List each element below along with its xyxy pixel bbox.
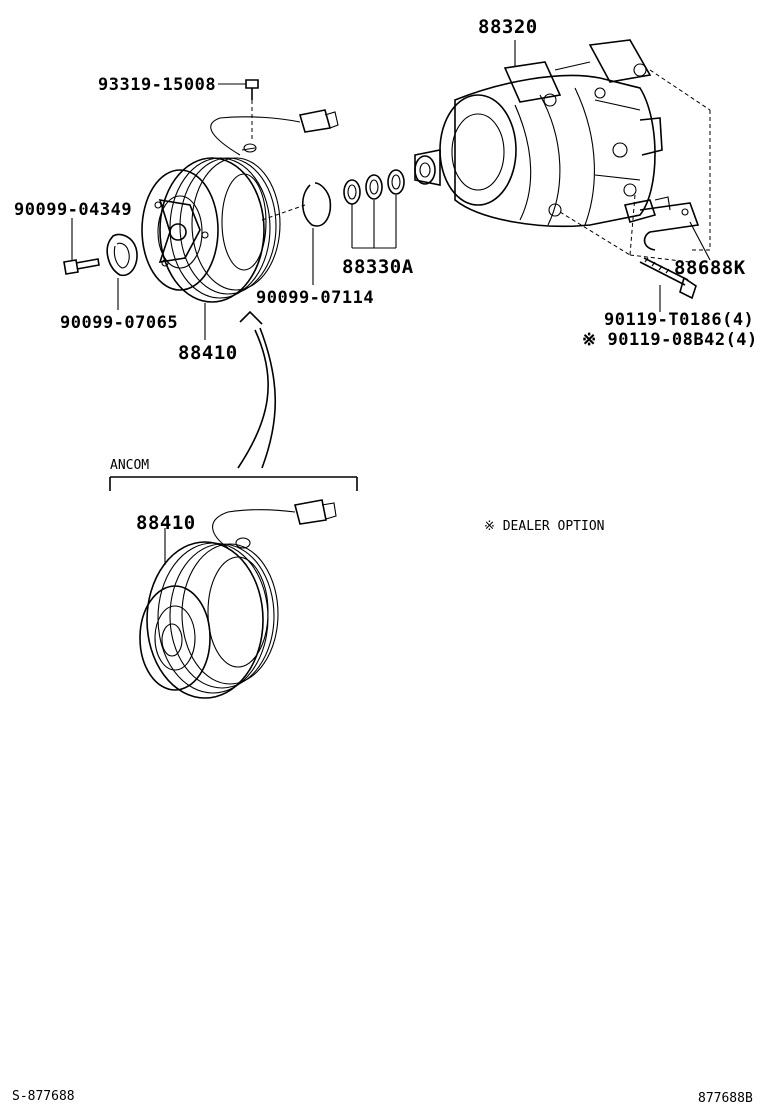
bracket-88688K [639, 196, 711, 261]
label-90099-07065: 90099-07065 [60, 313, 179, 333]
label-88410-bottom: 88410 [136, 512, 196, 534]
label-90119-T0186: 90119-T0186(4) [604, 310, 755, 330]
bolt-93319 [218, 79, 259, 100]
magnet-clutch-top [141, 100, 339, 340]
bolt-90119 [639, 257, 697, 312]
label-88688K: 88688K [674, 257, 746, 279]
label-90099-04349: 90099-04349 [14, 200, 133, 220]
snap-ring-90099-07114 [301, 182, 332, 285]
bolt-90099-04349 [63, 218, 100, 275]
label-88320: 88320 [478, 16, 538, 38]
o-rings-88330A [343, 169, 405, 249]
label-93319-15008: 93319-15008 [98, 75, 217, 95]
reference-arrow [237, 310, 277, 469]
footer-left-code: S-877688 [12, 1089, 75, 1104]
dealer-option-note: ※ DEALER OPTION [484, 519, 605, 534]
label-ancom: ANCOM [110, 458, 150, 473]
label-90099-07114: 90099-07114 [256, 288, 375, 308]
magnet-clutch-bottom [139, 499, 337, 699]
label-88410-top: 88410 [178, 342, 238, 364]
ancom-bracket [109, 476, 358, 491]
label-88330A: 88330A [342, 256, 414, 278]
footer-right-code: 877688B [698, 1091, 753, 1106]
shim-90099-07065 [106, 233, 138, 310]
compressor-88320 [414, 39, 711, 263]
label-90119-08B42: ※ 90119-08B42(4) [582, 330, 758, 350]
